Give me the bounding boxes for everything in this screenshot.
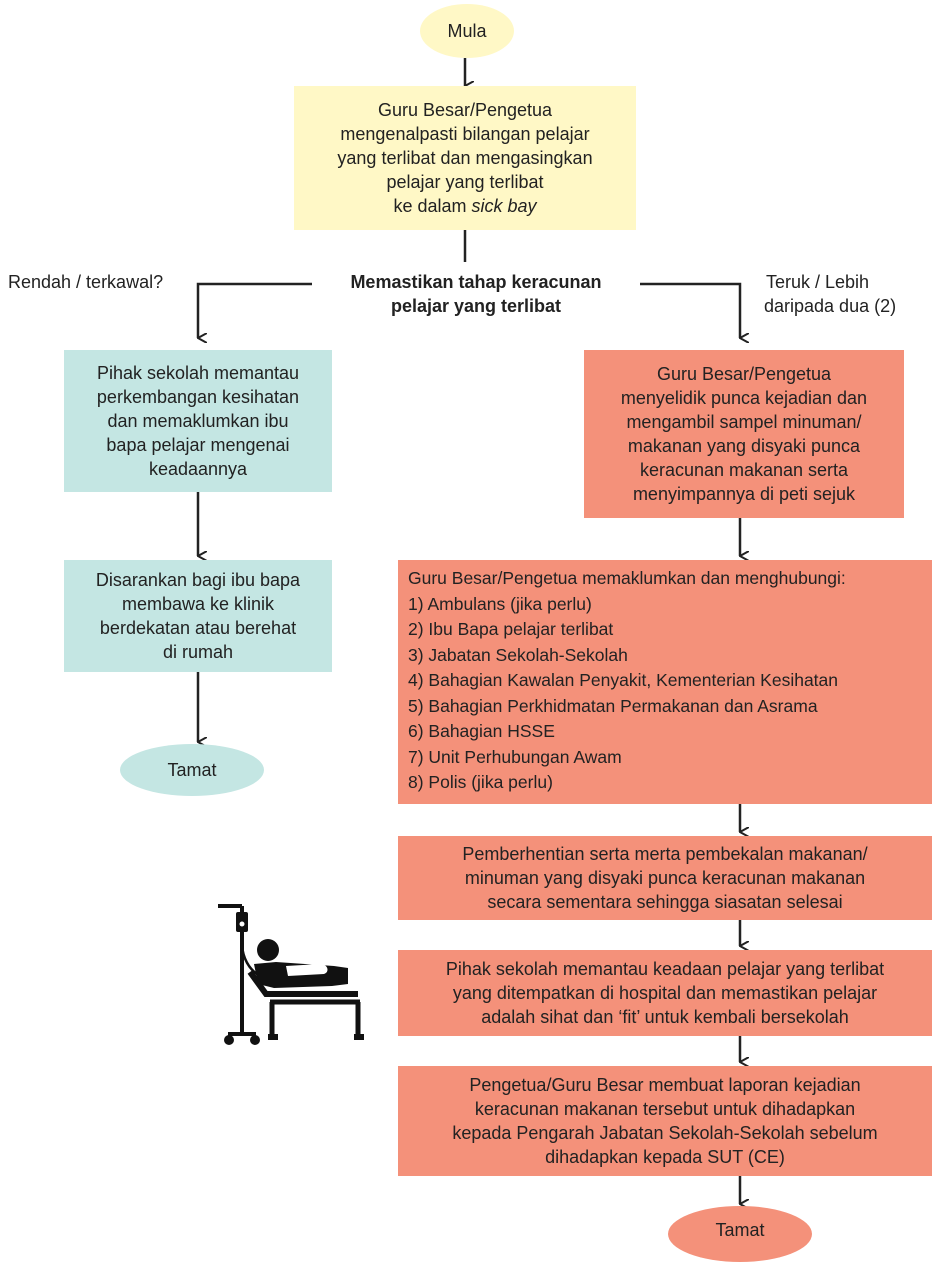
right-condition-label: Teruk / Lebih daripada dua (2) [764, 270, 928, 318]
investigate-box: Guru Besar/Pengetua menyelidik punca kej… [584, 350, 904, 518]
notify-item-7: 7) Unit Perhubungan Awam [408, 746, 622, 767]
step1-line-5-prefix: ke dalam [393, 196, 472, 216]
monitor-line-3: dan memaklumkan ibu [107, 411, 289, 431]
monitor-line-1: Pihak sekolah memantau [96, 363, 300, 383]
decision-label: Memastikan tahap keracunan pelajar yang … [312, 270, 640, 318]
notify-title: Guru Besar/Pengetua memaklumkan dan meng… [408, 568, 846, 588]
step1-line-2: mengenalpasti bilangan pelajar [340, 124, 590, 144]
arrow-decision-to-right [640, 282, 740, 338]
stop-line-1: Pemberhentian serta merta pembekalan mak… [462, 844, 868, 864]
investigate-line-6: menyimpannya di peti sejuk [632, 484, 856, 504]
right-end-label: Tamat [715, 1220, 765, 1240]
advice-line-1: Disarankan bagi ibu bapa [95, 570, 301, 590]
identify-students-box: Guru Besar/Pengetua mengenalpasti bilang… [294, 86, 636, 230]
notify-item-8: 8) Polis (jika perlu) [408, 772, 553, 792]
step1-line-3: yang terlibat dan mengasingkan [337, 148, 593, 168]
advice-line-4: di rumah [162, 642, 234, 662]
left-condition-label: Rendah / terkawal? [8, 272, 164, 292]
investigate-line-1: Guru Besar/Pengetua [656, 364, 832, 384]
report-line-4: dihadapkan kepada SUT (CE) [545, 1147, 785, 1167]
monitor-line-5: keadaannya [148, 459, 248, 479]
advice-line-2: membawa ke klinik [121, 594, 275, 614]
report-line-2: keracunan makanan tersebut untuk dihadap… [474, 1099, 856, 1119]
stop-line-2: minuman yang disyaki punca keracunan mak… [464, 868, 866, 888]
report-line-1: Pengetua/Guru Besar membuat laporan keja… [469, 1075, 861, 1095]
monitor-line-2: perkembangan kesihatan [96, 387, 300, 407]
left-end-label: Tamat [167, 760, 217, 780]
arrow-decision-to-left [196, 282, 312, 338]
hospital-line-3: adalah sihat dan ‘fit’ untuk kembali ber… [481, 1007, 849, 1027]
right-end-node: Tamat [668, 1206, 812, 1262]
stop-supply-box: Pemberhentian serta merta pembekalan mak… [398, 836, 932, 920]
investigate-line-3: mengambil sampel minuman/ [626, 412, 862, 432]
investigate-line-5: keracunan makanan serta [639, 460, 849, 480]
right-condition-line-1: Teruk / Lebih [766, 272, 870, 292]
monitor-line-4: bapa pelajar mengenai [106, 435, 290, 455]
clinic-advice-box: Disarankan bagi ibu bapa membawa ke klin… [64, 560, 332, 672]
right-condition-line-2: daripada dua (2) [764, 296, 897, 316]
start-node: Mula [420, 4, 514, 58]
step1-line-4: pelajar yang terlibat [386, 172, 544, 192]
hospital-line-1: Pihak sekolah memantau keadaan pelajar y… [445, 959, 885, 979]
notify-item-6: 6) Bahagian HSSE [408, 721, 555, 741]
notify-item-5: 5) Bahagian Perkhidmatan Permakanan dan … [408, 695, 818, 716]
start-label: Mula [447, 21, 487, 41]
advice-line-3: berdekatan atau berehat [99, 618, 297, 638]
hospital-bed-icon [218, 904, 364, 1045]
decision-line-1: Memastikan tahap keracunan [350, 272, 602, 292]
notify-item-4: 4) Bahagian Kawalan Penyakit, Kementeria… [408, 670, 838, 690]
notify-item-2: 2) Ibu Bapa pelajar terlibat [408, 619, 614, 639]
notify-contacts-box: Guru Besar/Pengetua memaklumkan dan meng… [398, 560, 932, 804]
notify-item-3: 3) Jabatan Sekolah-Sekolah [408, 644, 628, 665]
stop-line-3: secara sementara sehingga siasatan seles… [487, 892, 843, 912]
report-line-3: kepada Pengarah Jabatan Sekolah-Sekolah … [452, 1123, 878, 1143]
step1-line-1: Guru Besar/Pengetua [377, 100, 553, 120]
sick-bay-term: sick bay [471, 196, 537, 216]
step1-line-5: ke dalam sick bay [393, 194, 536, 218]
left-end-node: Tamat [120, 744, 264, 796]
monitor-health-box: Pihak sekolah memantau perkembangan kesi… [64, 350, 332, 492]
hospital-monitor-box: Pihak sekolah memantau keadaan pelajar y… [398, 950, 932, 1036]
hospital-line-2: yang ditempatkan di hospital dan memasti… [452, 983, 878, 1003]
investigate-line-4: makanan yang disyaki punca [627, 436, 861, 456]
notify-item-1: 1) Ambulans (jika perlu) [408, 593, 592, 614]
incident-report-box: Pengetua/Guru Besar membuat laporan keja… [398, 1066, 932, 1176]
investigate-line-2: menyelidik punca kejadian dan [620, 388, 868, 408]
decision-line-2: pelajar yang terlibat [390, 296, 562, 316]
